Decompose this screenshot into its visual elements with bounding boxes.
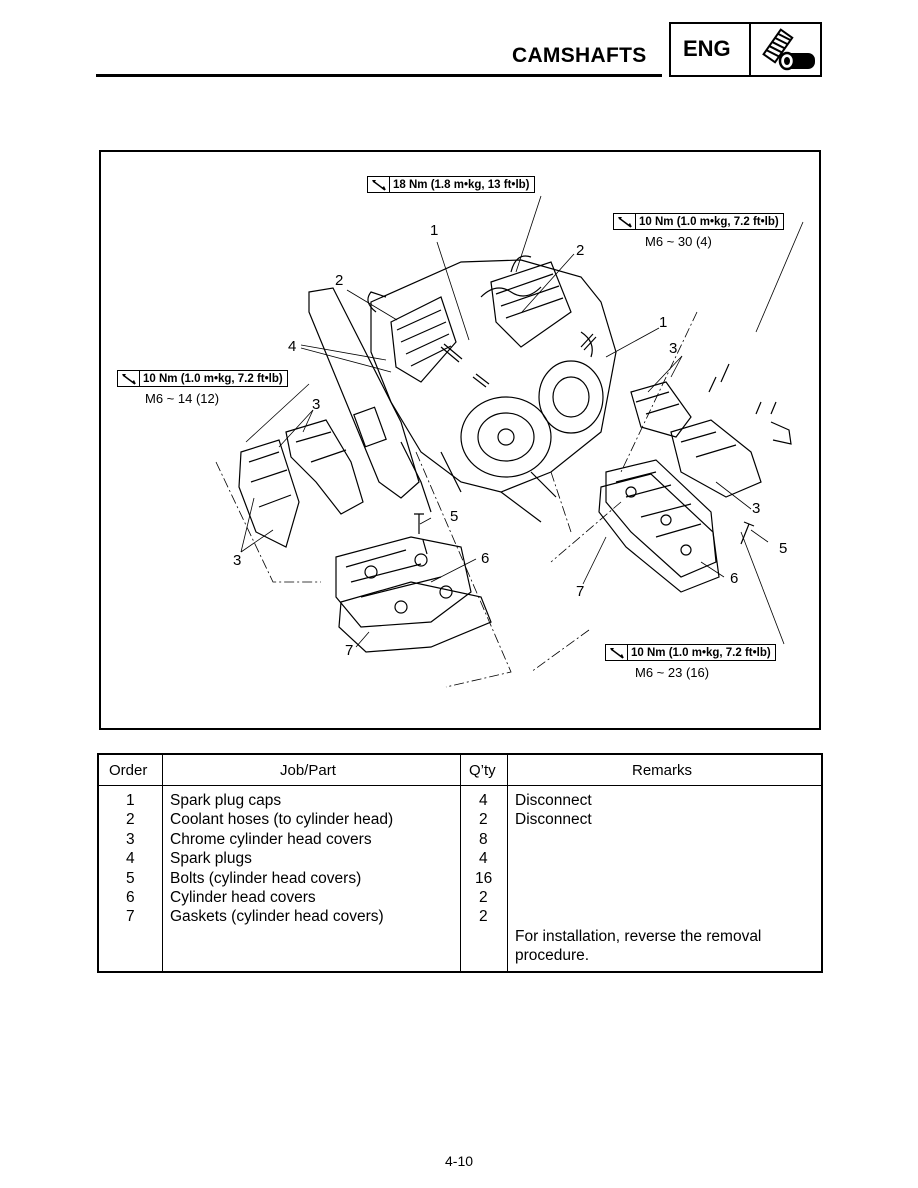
callout-number: 2 (576, 242, 585, 259)
header-rule (96, 74, 662, 77)
bolt-spec: M6 ~ 14 (12) (145, 391, 220, 406)
chrome-cover-left-b (285, 419, 364, 515)
column-header-order: Order (109, 762, 148, 779)
installation-note: procedure. (515, 947, 590, 964)
cell-remarks: Disconnect (515, 792, 592, 809)
callout-number: 5 (779, 540, 788, 557)
callout-number: 1 (659, 314, 668, 331)
spark-plug-cap (580, 333, 597, 351)
generator-cover (538, 360, 604, 434)
cell-qty: 2 (479, 908, 488, 925)
torque-spec: 10 Nm (1.0 m•kg, 7.2 ft•lb) (117, 370, 288, 387)
cell-remarks: Disconnect (515, 811, 592, 828)
spark-plug (472, 373, 490, 388)
cell-part: Chrome cylinder head covers (170, 831, 372, 848)
callout-number: 2 (335, 272, 344, 289)
torque-wrench-icon (368, 177, 390, 192)
cell-part: Spark plug caps (170, 792, 282, 809)
torque-spec: 10 Nm (1.0 m•kg, 7.2 ft•lb) (613, 213, 784, 230)
callout-number: 7 (345, 642, 354, 659)
column-header-part: Job/Part (280, 762, 336, 779)
column-divider (507, 755, 508, 971)
cell-order: 1 (126, 792, 135, 809)
column-header-remarks: Remarks (632, 762, 693, 779)
torque-spec: 18 Nm (1.8 m•kg, 13 ft•lb) (367, 176, 535, 193)
installation-note: For installation, reverse the removal (515, 928, 762, 945)
callout-number: 5 (450, 508, 459, 525)
cell-part: Coolant hoses (to cylinder head) (170, 811, 394, 828)
cell-qty: 2 (479, 811, 488, 828)
frame-rail (308, 287, 420, 499)
coolant-hose-front (367, 291, 387, 313)
page-number: 4-10 (445, 1153, 474, 1169)
chrome-cover-left-a (238, 439, 300, 548)
engine-bolt-icon (762, 28, 815, 71)
engine-block (370, 259, 617, 493)
bolt-spec: M6 ~ 30 (4) (645, 234, 712, 249)
cell-part: Spark plugs (170, 850, 252, 867)
spark-plug-cap (440, 343, 463, 363)
column-divider (162, 755, 163, 971)
cylinder-head-cover-right (605, 459, 717, 578)
cell-qty: 16 (475, 870, 493, 887)
cell-part: Bolts (cylinder head covers) (170, 870, 362, 887)
cell-qty: 4 (479, 792, 488, 809)
cell-qty: 4 (479, 850, 488, 867)
coolant-hose-rear (510, 255, 532, 273)
torque-spec: 10 Nm (1.0 m•kg, 7.2 ft•lb) (605, 644, 776, 661)
gasket-left (338, 581, 492, 653)
exploded-diagram: 18 Nm (1.8 m•kg, 13 ft•lb) 10 Nm (1.0 m•… (99, 150, 821, 730)
cell-part: Cylinder head covers (170, 889, 316, 906)
callout-number: 1 (430, 222, 439, 239)
callout-number: 3 (669, 340, 678, 357)
callout-number: 3 (752, 500, 761, 517)
parts-table: Order Job/Part Q’ty Remarks 1 Spark plug… (97, 753, 823, 973)
bolt-spec: M6 ~ 23 (16) (635, 665, 710, 680)
bolt-right (740, 521, 755, 545)
chrome-cover-right-b (670, 419, 762, 498)
page-title: CAMSHAFTS (512, 44, 647, 67)
header-divider (99, 785, 821, 786)
callout-number: 4 (288, 338, 297, 355)
cell-order: 7 (126, 908, 135, 925)
column-divider (460, 755, 461, 971)
cell-order: 3 (126, 831, 135, 848)
section-badge-label: ENG (683, 36, 731, 61)
torque-wrench-icon (614, 214, 636, 229)
cell-order: 5 (126, 870, 135, 887)
crankcase-cover-inner (477, 412, 535, 462)
torque-wrench-icon (606, 645, 628, 660)
cell-order: 2 (126, 811, 135, 828)
torque-value: 18 Nm (1.8 m•kg, 13 ft•lb) (393, 178, 530, 191)
front-cylinder (390, 296, 457, 383)
torque-wrench-icon (118, 371, 140, 386)
cylinder-head-cover-left (335, 536, 472, 628)
rear-cylinder (490, 261, 572, 348)
cell-qty: 8 (479, 831, 488, 848)
callout-number: 6 (730, 570, 739, 587)
callout-number: 3 (312, 396, 321, 413)
bolt-left (414, 513, 424, 534)
chrome-cover-right-a (630, 381, 692, 438)
callout-number: 7 (576, 583, 585, 600)
callout-number: 3 (233, 552, 242, 569)
cell-qty: 2 (479, 889, 488, 906)
column-header-qty: Q’ty (469, 762, 496, 779)
gasket-right (598, 473, 720, 593)
cell-order: 6 (126, 889, 135, 906)
frame-label-plate (353, 406, 387, 448)
crankcase-cover (460, 396, 552, 478)
badge-divider (749, 24, 751, 75)
torque-value: 10 Nm (1.0 m•kg, 7.2 ft•lb) (631, 646, 771, 659)
engine-exploded-drawing (215, 195, 804, 688)
cell-order: 4 (126, 850, 135, 867)
cell-part: Gaskets (cylinder head covers) (170, 908, 384, 925)
callout-number: 6 (481, 550, 490, 567)
section-badge: ENG (669, 22, 822, 77)
torque-value: 10 Nm (1.0 m•kg, 7.2 ft•lb) (143, 372, 283, 385)
torque-value: 10 Nm (1.0 m•kg, 7.2 ft•lb) (639, 215, 779, 228)
